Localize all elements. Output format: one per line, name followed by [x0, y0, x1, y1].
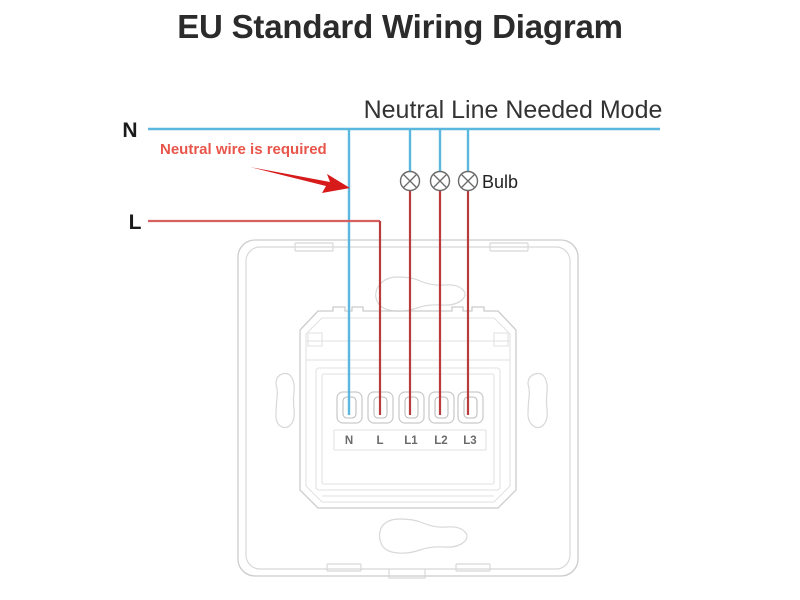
module-clip-top-left [307, 332, 323, 347]
bulb-1 [399, 170, 421, 192]
module-clip-top-right [493, 332, 509, 347]
faceplate-outer-border [237, 239, 579, 577]
neutral-rail-label: N [122, 119, 137, 142]
bulb-2-cross-icon [433, 174, 447, 188]
live-wiring [148, 188, 470, 415]
bulb-3-cross-icon [461, 174, 475, 188]
terminal-label-l2: L2 [434, 435, 447, 447]
eu-wall-switch-body [237, 239, 579, 579]
screw-slot-top [375, 276, 466, 312]
page-title: EU Standard Wiring Diagram [177, 8, 623, 45]
faceplate-inner-border [245, 246, 571, 570]
live-rail-label: L [129, 211, 142, 234]
faceplate-tab-bottom-left [326, 563, 362, 572]
annotation-arrow-shape [250, 167, 350, 193]
terminal-label-n: N [345, 435, 353, 447]
terminal-housing-inner [321, 373, 495, 485]
module-outer-outline [299, 306, 517, 509]
bulb-3 [457, 170, 479, 192]
faceplate-tab-top-left [294, 242, 334, 252]
terminal-hole-l3 [463, 396, 478, 419]
module-inner-outline [305, 317, 511, 503]
neutral-wiring [148, 127, 660, 415]
terminal-hole-l1 [404, 396, 419, 419]
mode-subtitle: Neutral Line Needed Mode [364, 96, 663, 124]
terminal-label-strip [333, 429, 487, 451]
terminal-housing-outer [315, 367, 501, 491]
terminal-hole-l2 [434, 396, 449, 419]
faceplate-tab-top-right [489, 242, 529, 252]
bulb-label: Bulb [482, 172, 518, 192]
bulb-2 [429, 170, 451, 192]
screw-slot-right [527, 372, 548, 429]
neutral-required-note: Neutral wire is required [160, 141, 327, 158]
faceplate-tab-bottom-right [455, 563, 491, 572]
bulb-1-cross-icon [403, 174, 417, 188]
annotation-arrow [250, 167, 350, 193]
terminal-label-l: L [376, 435, 383, 447]
screw-slot-bottom [378, 518, 468, 554]
faceplate-bottom-notch [388, 569, 426, 579]
bulb-group: Bulb [399, 170, 518, 192]
terminal-label-l3: L3 [463, 435, 476, 447]
screw-slot-left [275, 372, 295, 429]
terminal-label-l1: L1 [404, 435, 418, 447]
